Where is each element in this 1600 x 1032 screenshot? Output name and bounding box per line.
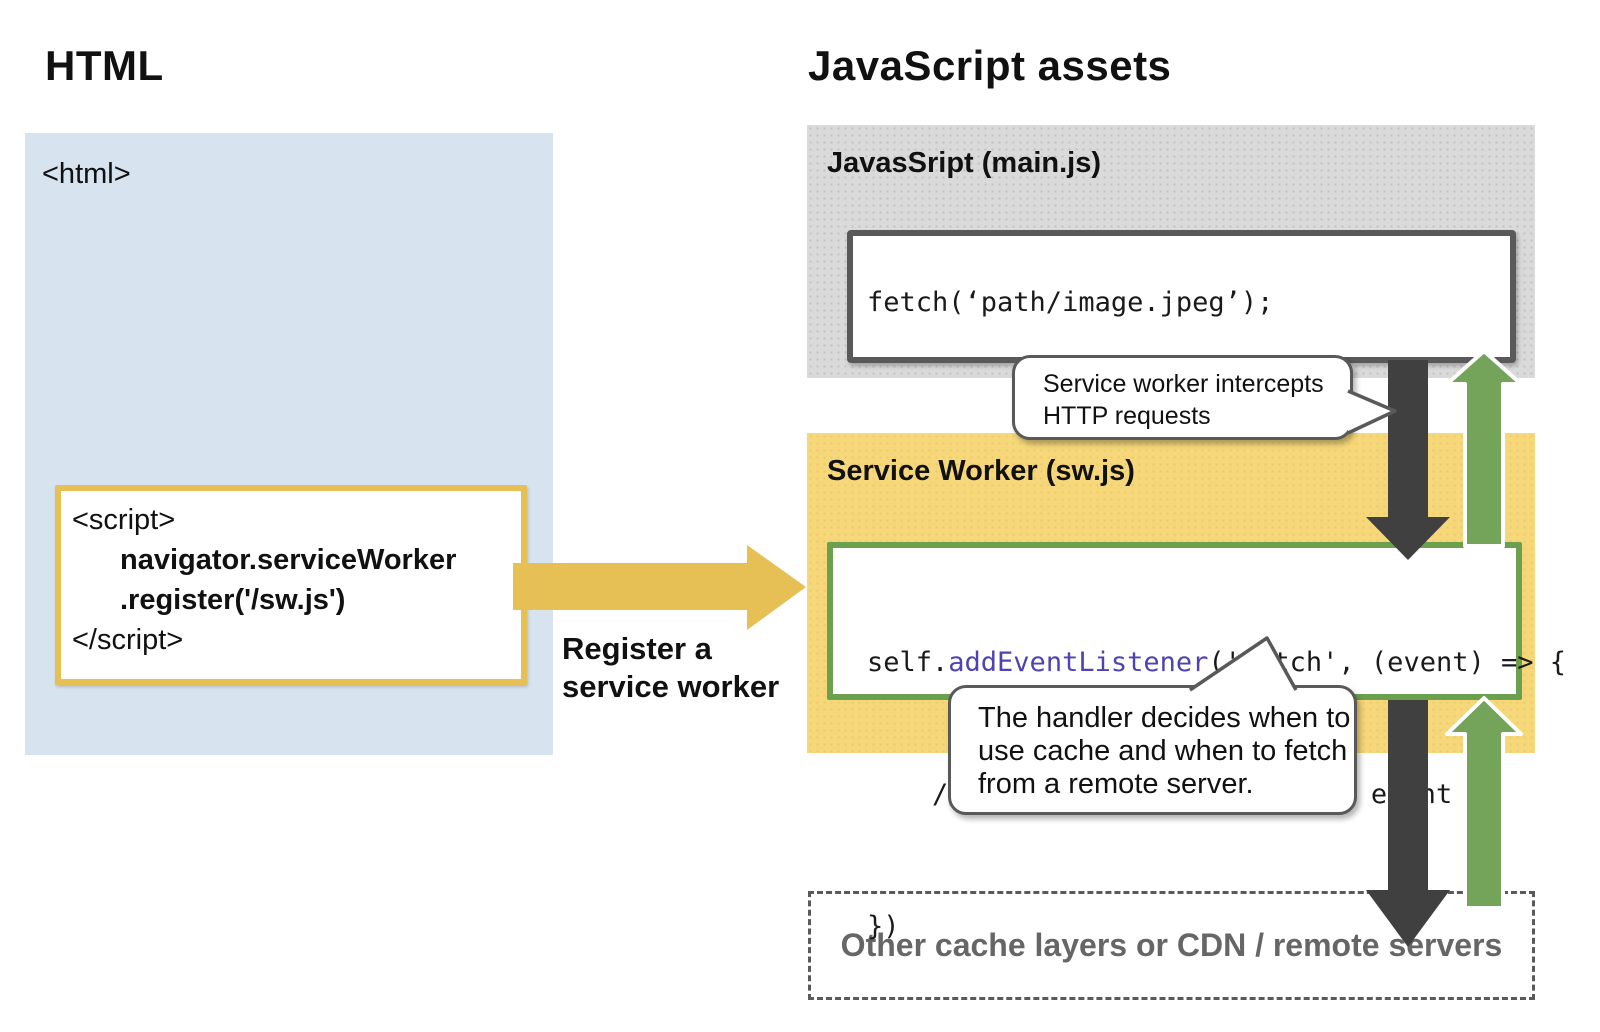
- register-arrow: [513, 545, 806, 630]
- sw-code-line-3: }): [867, 911, 900, 942]
- javascript-assets-heading: JavaScript assets: [808, 42, 1172, 89]
- fetch-code-text: fetch(‘path/image.jpeg’);: [867, 287, 1274, 318]
- html-tag-label: <html>: [42, 158, 131, 190]
- service-worker-panel-title: Service Worker (sw.js): [827, 455, 1135, 487]
- script-code-line-2: .register('/sw.js'): [120, 584, 346, 616]
- intercept-callout-line-2: HTTP requests: [1043, 402, 1211, 430]
- sw-code-self: self.: [867, 647, 949, 678]
- handler-callout-line-1: The handler decides when to: [978, 702, 1351, 734]
- sw-code-line-1: self.addEventListener('fetch', (event) =…: [867, 641, 1566, 685]
- script-close-tag: </script>: [72, 624, 184, 656]
- intercept-callout-line-1: Service worker intercepts: [1043, 370, 1324, 398]
- html-heading: HTML: [45, 42, 164, 89]
- intercept-callout: Service worker intercepts HTTP requests: [1012, 355, 1353, 440]
- handler-callout: The handler decides when to use cache an…: [948, 685, 1357, 815]
- script-code-line-1: navigator.serviceWorker: [120, 544, 457, 576]
- sw-code-addeventlistener: addEventListener: [948, 647, 1209, 678]
- handler-callout-line-2: use cache and when to fetch: [978, 735, 1348, 767]
- register-label-line-2: service worker: [562, 669, 780, 704]
- intercept-callout-tail: [1347, 389, 1397, 435]
- handler-callout-line-3: from a remote server.: [978, 768, 1254, 800]
- register-arrow-label: Register a service worker: [562, 630, 779, 706]
- script-open-tag: <script>: [72, 504, 176, 536]
- register-script-box: <script> navigator.serviceWorker .regist…: [55, 485, 527, 685]
- register-label-line-1: Register a: [562, 631, 712, 666]
- sw-code-args: ('fetch', (event) => {: [1208, 647, 1566, 678]
- main-js-panel-title: JavasSript (main.js): [827, 147, 1101, 179]
